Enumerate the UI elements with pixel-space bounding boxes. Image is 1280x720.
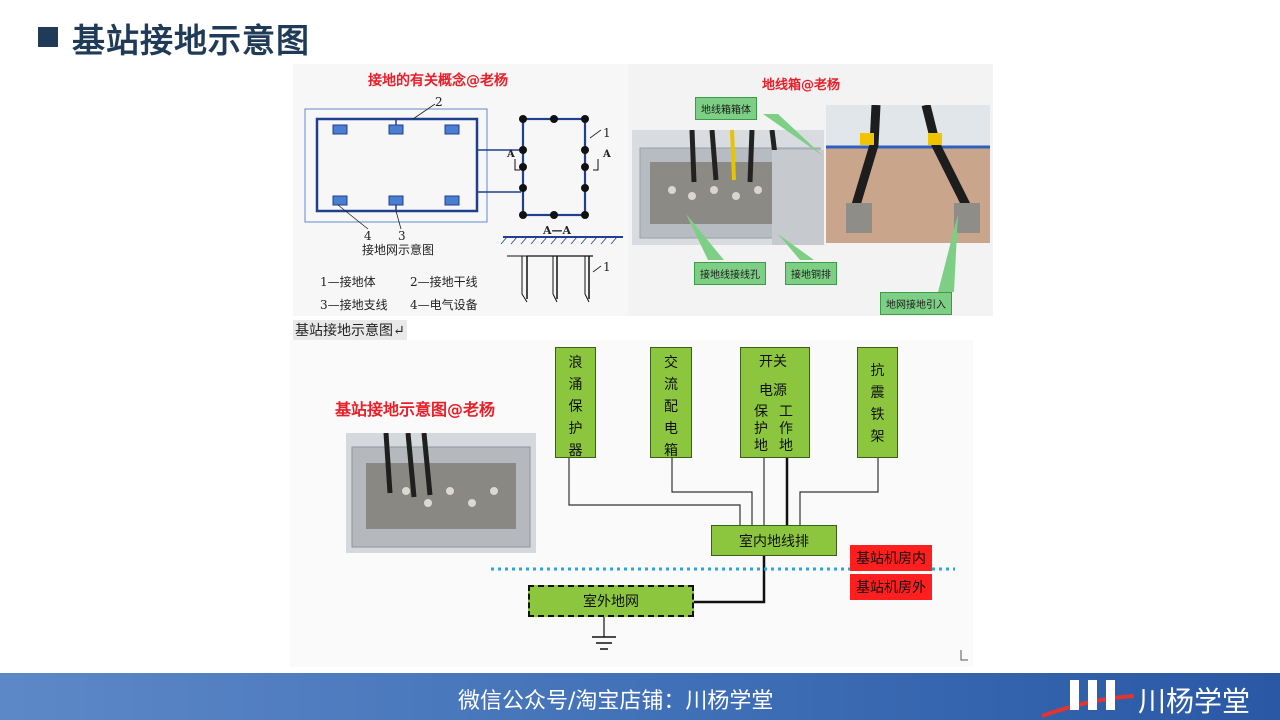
num-2-label: 2	[435, 95, 443, 109]
protect-char-1: 保	[754, 404, 768, 420]
station-heading: 基站接地示意图@老杨	[335, 400, 496, 419]
surge-protector-box: 浪 涌 保 护 器	[555, 347, 596, 459]
ground-box-photo	[632, 130, 824, 245]
num-1-label-bottom: 1	[603, 260, 611, 274]
seismic-rack-box: 抗 震 铁 架	[857, 347, 898, 458]
ground-box-heading: 地线箱@老杨	[762, 78, 841, 93]
footer-logo-mark	[1041, 680, 1135, 718]
label-grid-lead: 地网接地引入	[880, 292, 952, 315]
title-bullet	[38, 27, 58, 47]
num-1-label-top: 1	[603, 126, 611, 140]
indoor-box-photo	[346, 433, 536, 553]
indoor-ground-bar-label: 室内地线排	[739, 533, 809, 550]
ac-char-1: 交	[664, 355, 678, 371]
ac-char-3: 配	[664, 399, 678, 415]
ac-char-2: 流	[664, 377, 678, 393]
protect-char-2: 护	[754, 421, 768, 437]
grid-sub-caption: 接地网示意图	[362, 243, 435, 257]
outdoor-ground-net-label: 室外地网	[583, 594, 639, 610]
label-copper-bar: 接地铜排	[785, 262, 837, 285]
inside-room-tag: 基站机房内	[850, 545, 932, 571]
footer-bar	[0, 673, 1280, 720]
ground-box-callouts	[686, 114, 958, 292]
indoor-ground-bar-box: 室内地线排	[711, 525, 837, 556]
outside-room-tag: 基站机房外	[850, 574, 932, 600]
power-label: 电源	[759, 383, 787, 399]
surge-char-3: 保	[568, 399, 583, 415]
section-a-a-label: A—A	[543, 224, 572, 237]
seismic-char-2: 震	[870, 385, 885, 401]
footer-text: 微信公众号/淘宝店铺：川杨学堂	[458, 689, 774, 714]
ac-distribution-box: 交 流 配 电 箱	[650, 347, 692, 459]
grounding-grid-drawing	[304, 103, 623, 303]
seismic-char-3: 铁	[870, 407, 885, 423]
ac-char-4: 电	[664, 421, 678, 437]
label-box-body: 地线箱箱体	[695, 97, 757, 120]
protect-char-3: 地	[754, 438, 768, 454]
work-char-3: 地	[779, 438, 793, 454]
surge-char-2: 涌	[568, 377, 583, 393]
seismic-char-1: 抗	[870, 363, 885, 379]
work-char-1: 工	[779, 404, 793, 420]
work-char-2: 作	[779, 421, 793, 437]
work-ground-label: 工 作 地	[779, 404, 793, 455]
footer-logo-text: 川杨学堂	[1138, 685, 1251, 718]
surge-char-4: 护	[568, 421, 583, 437]
legend-item-2: 2—接地干线	[410, 275, 478, 289]
switch-label: 开关	[759, 354, 787, 370]
surge-char-5: 器	[568, 443, 583, 459]
marker-a-right: A	[603, 149, 611, 160]
seismic-char-4: 架	[870, 429, 885, 445]
label-wire-hole: 接地线接线孔	[694, 262, 766, 285]
num-4-label: 4	[364, 229, 372, 243]
num-3-label: 3	[398, 229, 406, 243]
grounding-concept-panel	[293, 64, 628, 316]
legend-item-4: 4—电气设备	[410, 298, 478, 312]
page-title: 基站接地示意图	[72, 21, 310, 60]
outdoor-ground-net-box: 室外地网	[528, 585, 694, 617]
legend-item-3: 3—接地支线	[320, 298, 388, 312]
ac-char-5: 箱	[664, 443, 678, 459]
switch-power-box: 开关 电源 保 护 地 工 作 地	[740, 347, 810, 458]
surge-char-1: 浪	[568, 355, 583, 371]
protect-ground-label: 保 护 地	[754, 404, 768, 455]
diagram-caption: 基站接地示意图↵	[293, 320, 407, 340]
concept-heading: 接地的有关概念@老杨	[368, 73, 508, 89]
marker-a-left: A	[507, 149, 515, 160]
ground-lead-photo	[826, 105, 990, 243]
legend-item-1: 1—接地体	[320, 275, 376, 289]
